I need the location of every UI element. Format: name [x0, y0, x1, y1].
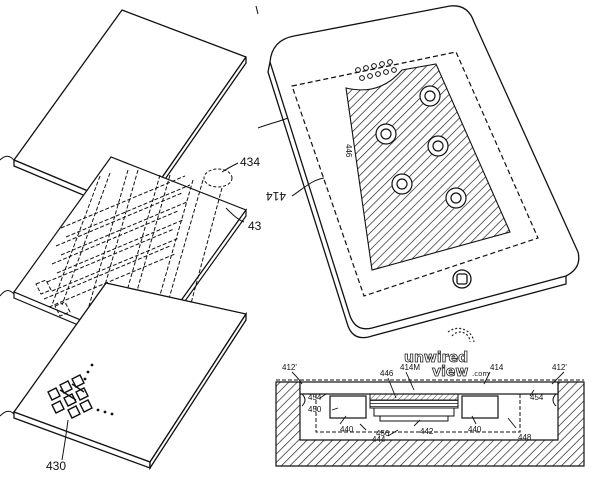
label-456: 456 [376, 429, 390, 438]
label-440-right: 440 [468, 425, 482, 434]
callout-ellipse-434 [203, 168, 233, 188]
label-446-rotated: 446 [344, 144, 353, 158]
label-414: 414 [490, 363, 504, 372]
tablet-hatched-region [345, 63, 511, 271]
watermark-logo: unwired view .com [404, 327, 489, 380]
sensor-dots [83, 363, 114, 416]
label-412-prime-left: 412' [282, 363, 297, 372]
tablet-screen-outline [291, 51, 539, 297]
home-button [452, 269, 472, 289]
label-448: 448 [518, 433, 532, 442]
left-leaders [0, 155, 245, 461]
sensor-rings [375, 85, 467, 209]
label-430: 430 [46, 459, 66, 473]
label-414M: 414M [400, 363, 420, 372]
label-454-left: 454 [308, 393, 322, 402]
watermark-line1: unwired [404, 350, 468, 366]
label-412-prime-right: 412' [552, 363, 567, 372]
label-414-side: 414 [266, 189, 286, 203]
watermark-line2: view [432, 364, 468, 380]
label-442: 442 [420, 427, 434, 436]
cross-section [275, 371, 585, 467]
label-440-left: 440 [340, 425, 354, 434]
speaker-grille [355, 59, 397, 81]
electrode-grid [35, 169, 223, 339]
sensor-node-cluster [47, 374, 93, 419]
label-434: 434 [240, 155, 260, 169]
watermark-suffix: .com [472, 370, 489, 378]
label-454-right: 454 [530, 393, 544, 402]
label-444: 444 [372, 435, 386, 444]
tablet-leaders [255, 5, 325, 197]
label-450: 450 [308, 405, 322, 414]
label-43: 43 [248, 219, 262, 233]
label-446: 446 [380, 369, 394, 378]
